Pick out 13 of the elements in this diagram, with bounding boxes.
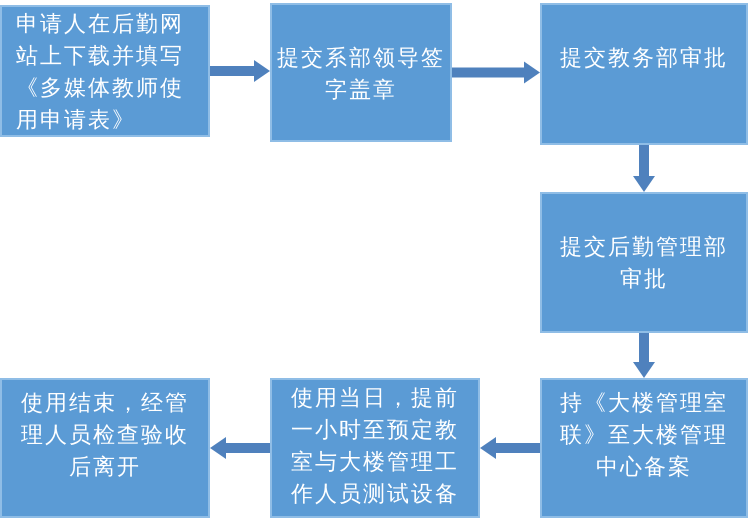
process-box: 提交教务部审批 (540, 3, 748, 145)
process-box: 使用当日，提前一小时至预定教室与大楼管理工作人员测试设备 (270, 378, 480, 518)
arrow (452, 62, 540, 84)
process-box: 申请人在后勤网站上下载并填写《多媒体教师使用申请表》 (0, 5, 210, 137)
arrow (210, 437, 270, 459)
arrow (633, 145, 655, 192)
arrow (633, 333, 655, 378)
process-box: 持《大楼管理室联》至大楼管理中心备案 (540, 378, 748, 518)
arrow (480, 437, 540, 459)
process-box: 提交后勤管理部审批 (540, 192, 748, 333)
process-box: 使用结束，经管理人员检查验收后离开 (0, 378, 210, 518)
process-box: 提交系部领导签字盖章 (270, 3, 452, 142)
arrow (210, 60, 270, 82)
